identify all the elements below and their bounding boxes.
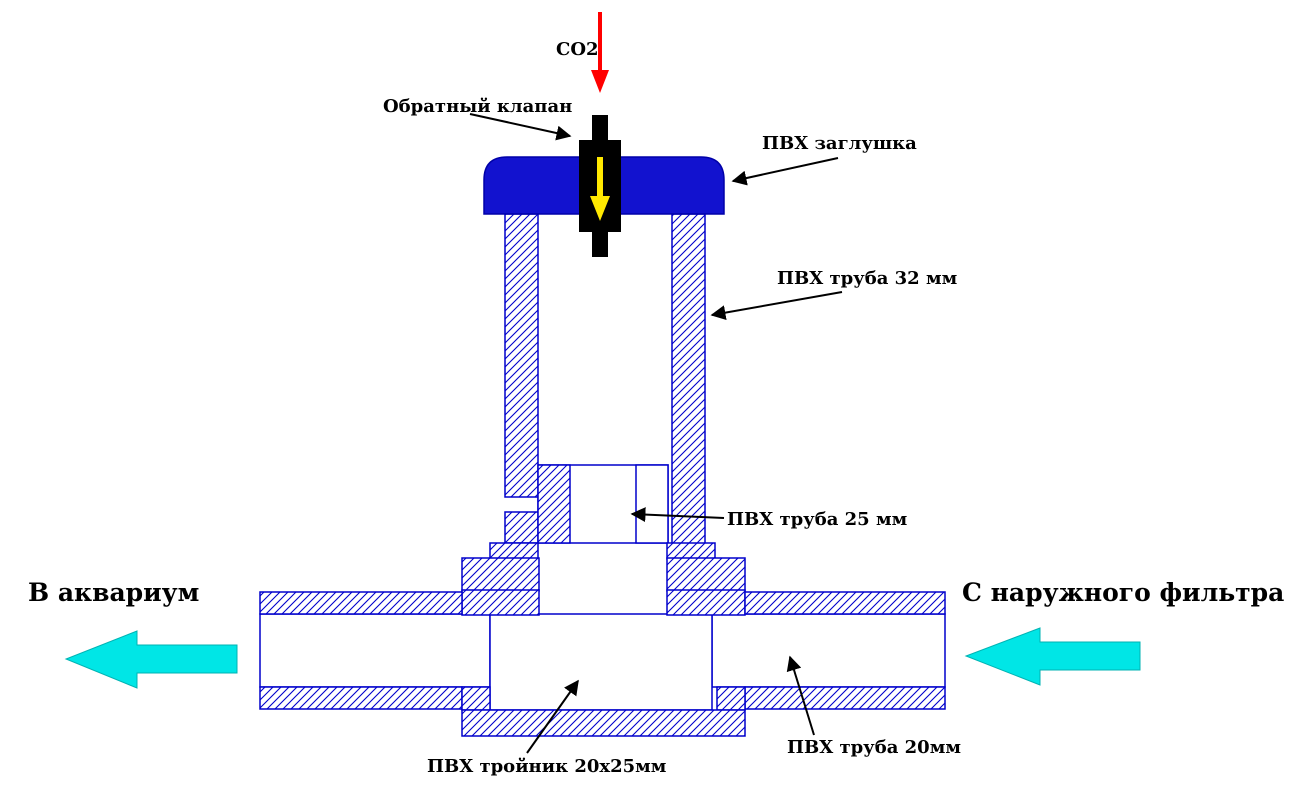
pipe-25-left-wall [537,464,571,544]
pipe-25-right-wall [635,464,669,544]
flow-arrow-left [64,630,238,689]
leader-arrows [469,113,843,754]
tee-interior [489,613,713,711]
leader-tee [526,679,579,754]
tee-shoulder-right [666,557,746,592]
valve-flow-arrow [590,157,610,221]
pipe-20-left-bottom-wall [259,686,463,710]
tee-label: ПВХ тройник 20x25мм [427,756,667,777]
co2-flow-arrow [591,12,609,93]
tee-side-wall-left [461,686,491,711]
pipe-32-label: ПВХ труба 32 мм [777,268,958,289]
leader-check-valve [469,113,572,141]
tee-step-left [489,542,539,560]
leader-pipe-20 [786,655,815,736]
pipe-25-label: ПВХ труба 25 мм [727,509,908,530]
tee-bottom-wall [461,709,746,737]
co2-label: CO2 [556,39,599,60]
pipe-bores [259,464,946,711]
pvc-cap-label: ПВХ заглушка [762,133,917,154]
leader-pipe-25 [630,507,725,523]
pipe-20-label: ПВХ труба 20мм [787,737,961,758]
from-filter-label: С наружного фильтра [962,578,1285,607]
pipe-32-left-wall [504,213,539,498]
tee-step-right [666,542,716,560]
leader-pvc-cap [731,157,839,186]
tee-top-wall-left [461,589,540,616]
tee-top-wall-right [666,589,746,616]
tee-shoulder-left [461,557,540,592]
right-pipe-bore [711,613,946,688]
left-pipe-bore [259,613,491,688]
tee-side-wall-right [716,686,746,711]
check-valve-shape [579,115,621,257]
pipe-20-right-bottom-wall [744,686,946,710]
check-valve-label: Обратный клапан [383,96,573,117]
flow-arrow-right [964,627,1141,686]
pipe-20-left-top-wall [259,591,463,615]
to-aquarium-label: В аквариум [28,578,200,607]
pipe-20-right-top-wall [744,591,946,615]
pipe-32-left-wall-lower [504,511,539,544]
pipe-32-right-wall [671,213,706,566]
leader-pipe-32 [710,291,843,321]
